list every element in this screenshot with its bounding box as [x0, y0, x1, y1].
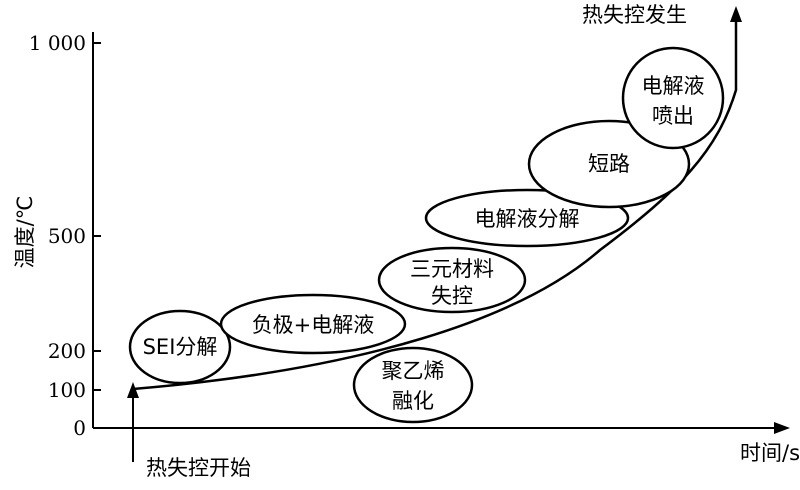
stage-separator-label-line2: 融化 — [392, 389, 434, 413]
end-arrow-head — [730, 6, 742, 22]
x-axis-label: 时间/s — [740, 441, 800, 465]
stage-anode-ellipse — [219, 293, 407, 355]
stage-anode-label: 负极+电解液 — [252, 313, 375, 337]
start-marker: 热失控开始 — [127, 382, 251, 480]
y-tick-label-500: 500 — [48, 224, 86, 248]
stage-sei: SEI分解 — [128, 309, 232, 385]
temperature-curve — [132, 20, 738, 391]
y-axis-label: 温度/℃ — [13, 196, 37, 269]
x-axis-arrow — [774, 422, 790, 434]
axes: 1 000 500 200 100 0 温度/℃ 时间/s — [13, 31, 800, 465]
stage-separator: 聚乙烯 融化 — [352, 346, 474, 424]
stage-short-label: 短路 — [588, 152, 630, 176]
end-label: 热失控发生 — [582, 3, 687, 27]
y-tick-label-200: 200 — [48, 339, 86, 363]
y-tick-label-100: 100 — [48, 378, 86, 402]
stage-sei-label: SEI分解 — [143, 335, 218, 359]
stage-cathode-label-line1: 三元材料 — [410, 257, 494, 281]
stage-eject-ellipse — [621, 46, 725, 150]
y-tick-label-1000: 1 000 — [29, 31, 86, 55]
stage-electrolyte-label: 电解液分解 — [475, 207, 580, 231]
stage-eject-label-line1: 电解液 — [642, 74, 705, 98]
stage-eject: 电解液 喷出 — [621, 46, 725, 150]
y-tick-label-0: 0 — [73, 416, 86, 440]
stage-electrolyte: 电解液分解 — [424, 188, 630, 248]
stage-separator-ellipse — [352, 346, 474, 424]
stage-separator-label-line1: 聚乙烯 — [382, 359, 445, 383]
stage-cathode: 三元材料 失控 — [377, 246, 527, 314]
stage-anode: 负极+电解液 — [219, 293, 407, 355]
start-arrow-head — [127, 382, 139, 398]
start-label: 热失控开始 — [146, 456, 251, 480]
stage-cathode-ellipse — [377, 246, 527, 314]
stage-cathode-label-line2: 失控 — [431, 284, 473, 308]
stage-sei-ellipse — [128, 309, 232, 385]
stage-eject-label-line2: 喷出 — [652, 104, 694, 128]
